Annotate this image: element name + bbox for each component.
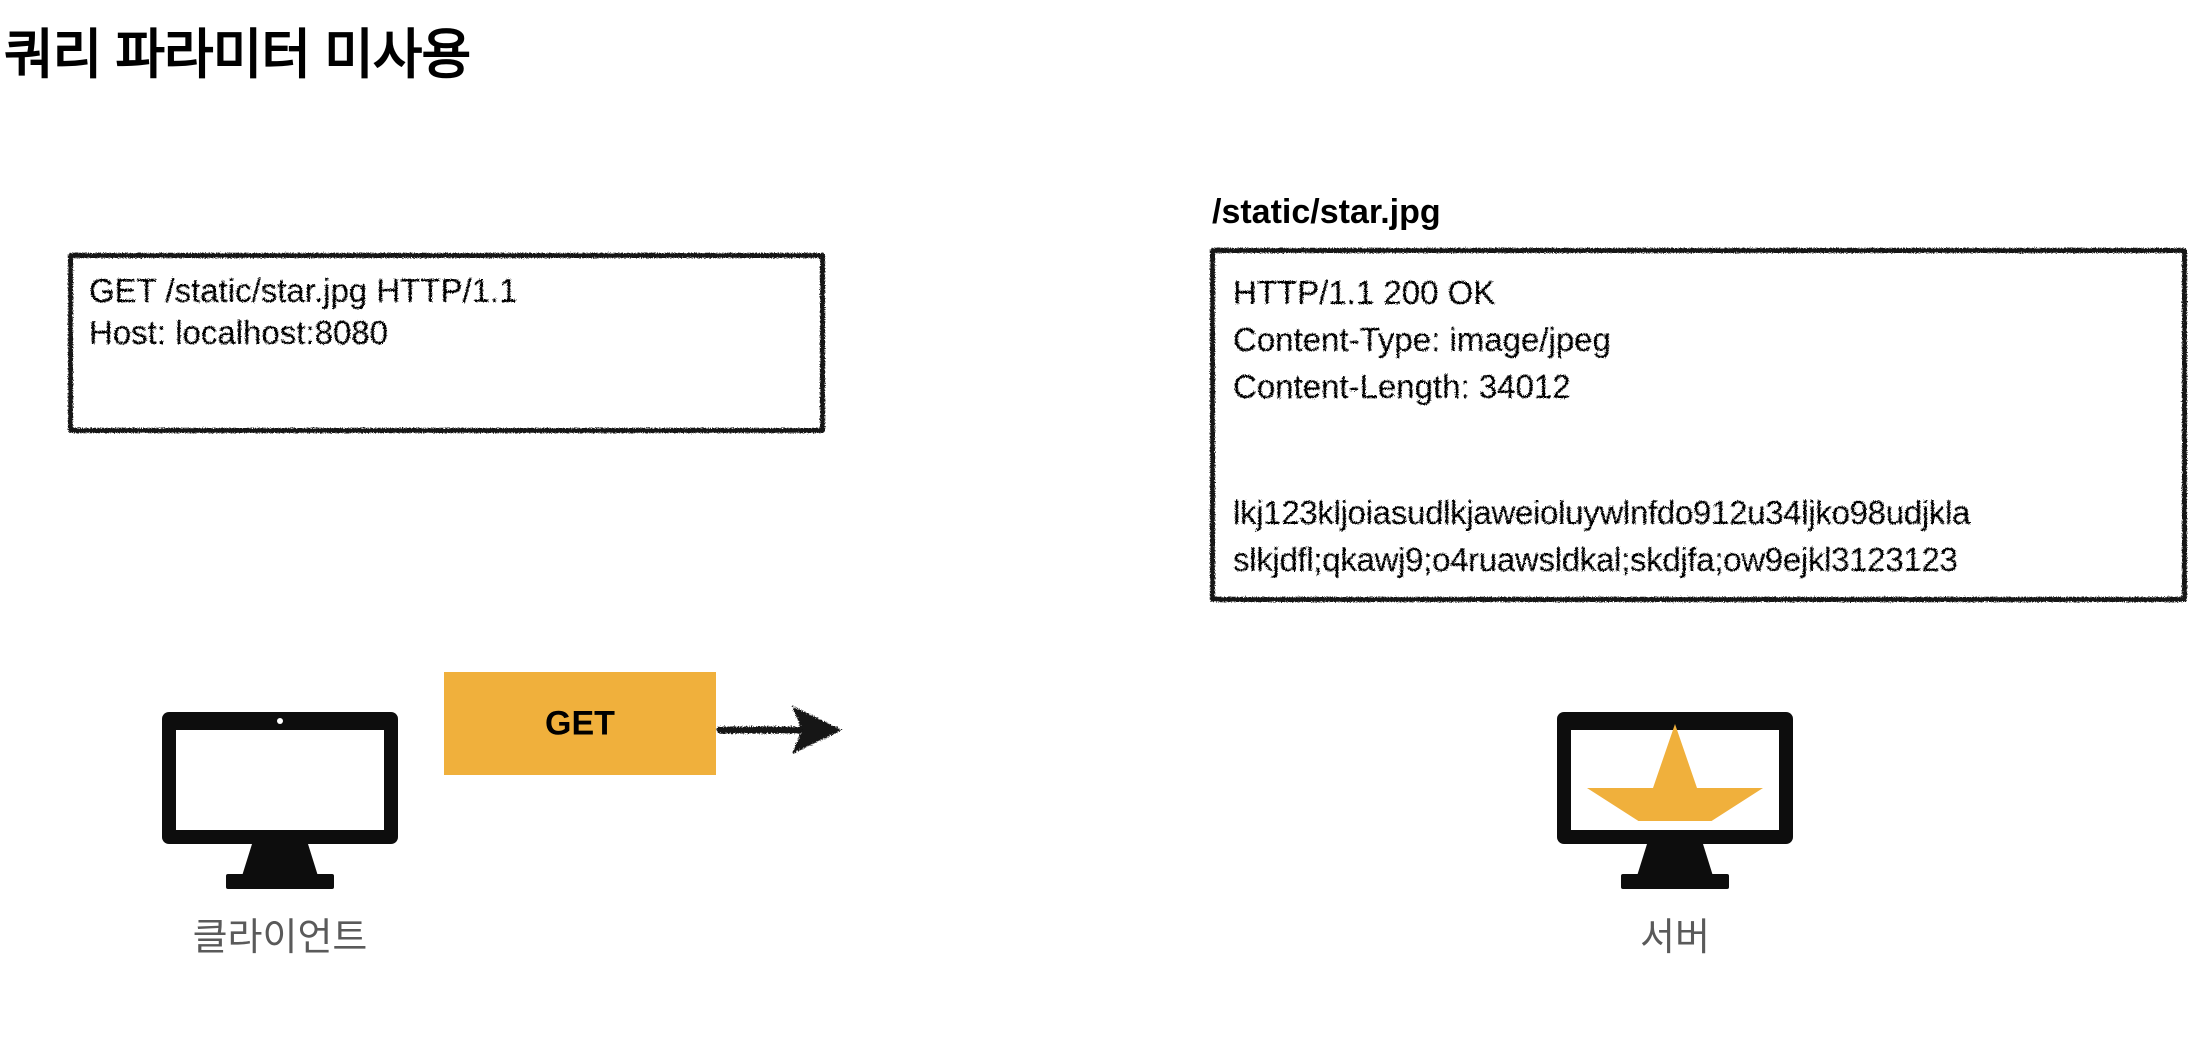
http-request-text: GET /static/star.jpg HTTP/1.1 Host: loca… (89, 272, 518, 351)
method-chip-get[interactable]: GET (444, 672, 716, 775)
client-node-label: 클라이언트 (192, 917, 368, 959)
http-request-box: GET /static/star.jpg HTTP/1.1 Host: loca… (68, 253, 825, 433)
arrow-right-icon (716, 700, 848, 760)
connection-line (404, 793, 1564, 807)
server-node: 서버 (1555, 710, 1795, 959)
star-icon (1587, 724, 1763, 886)
http-response-headers: HTTP/1.1 200 OK Content-Type: image/jpeg… (1233, 274, 1611, 405)
page-title: 쿼리 파라미터 미사용 (4, 25, 471, 85)
http-response-body: lkj123kljoiasudlkjaweioluywlnfdo912u34lj… (1233, 494, 1971, 578)
client-node: 클라이언트 (160, 710, 400, 959)
method-chip-label: GET (545, 704, 615, 742)
http-response-box: HTTP/1.1 200 OK Content-Type: image/jpeg… (1210, 248, 2187, 602)
monitor-icon (1555, 710, 1795, 895)
server-node-label: 서버 (1640, 917, 1710, 959)
resource-path-label: /static/star.jpg (1212, 193, 1441, 231)
monitor-icon (160, 710, 400, 895)
